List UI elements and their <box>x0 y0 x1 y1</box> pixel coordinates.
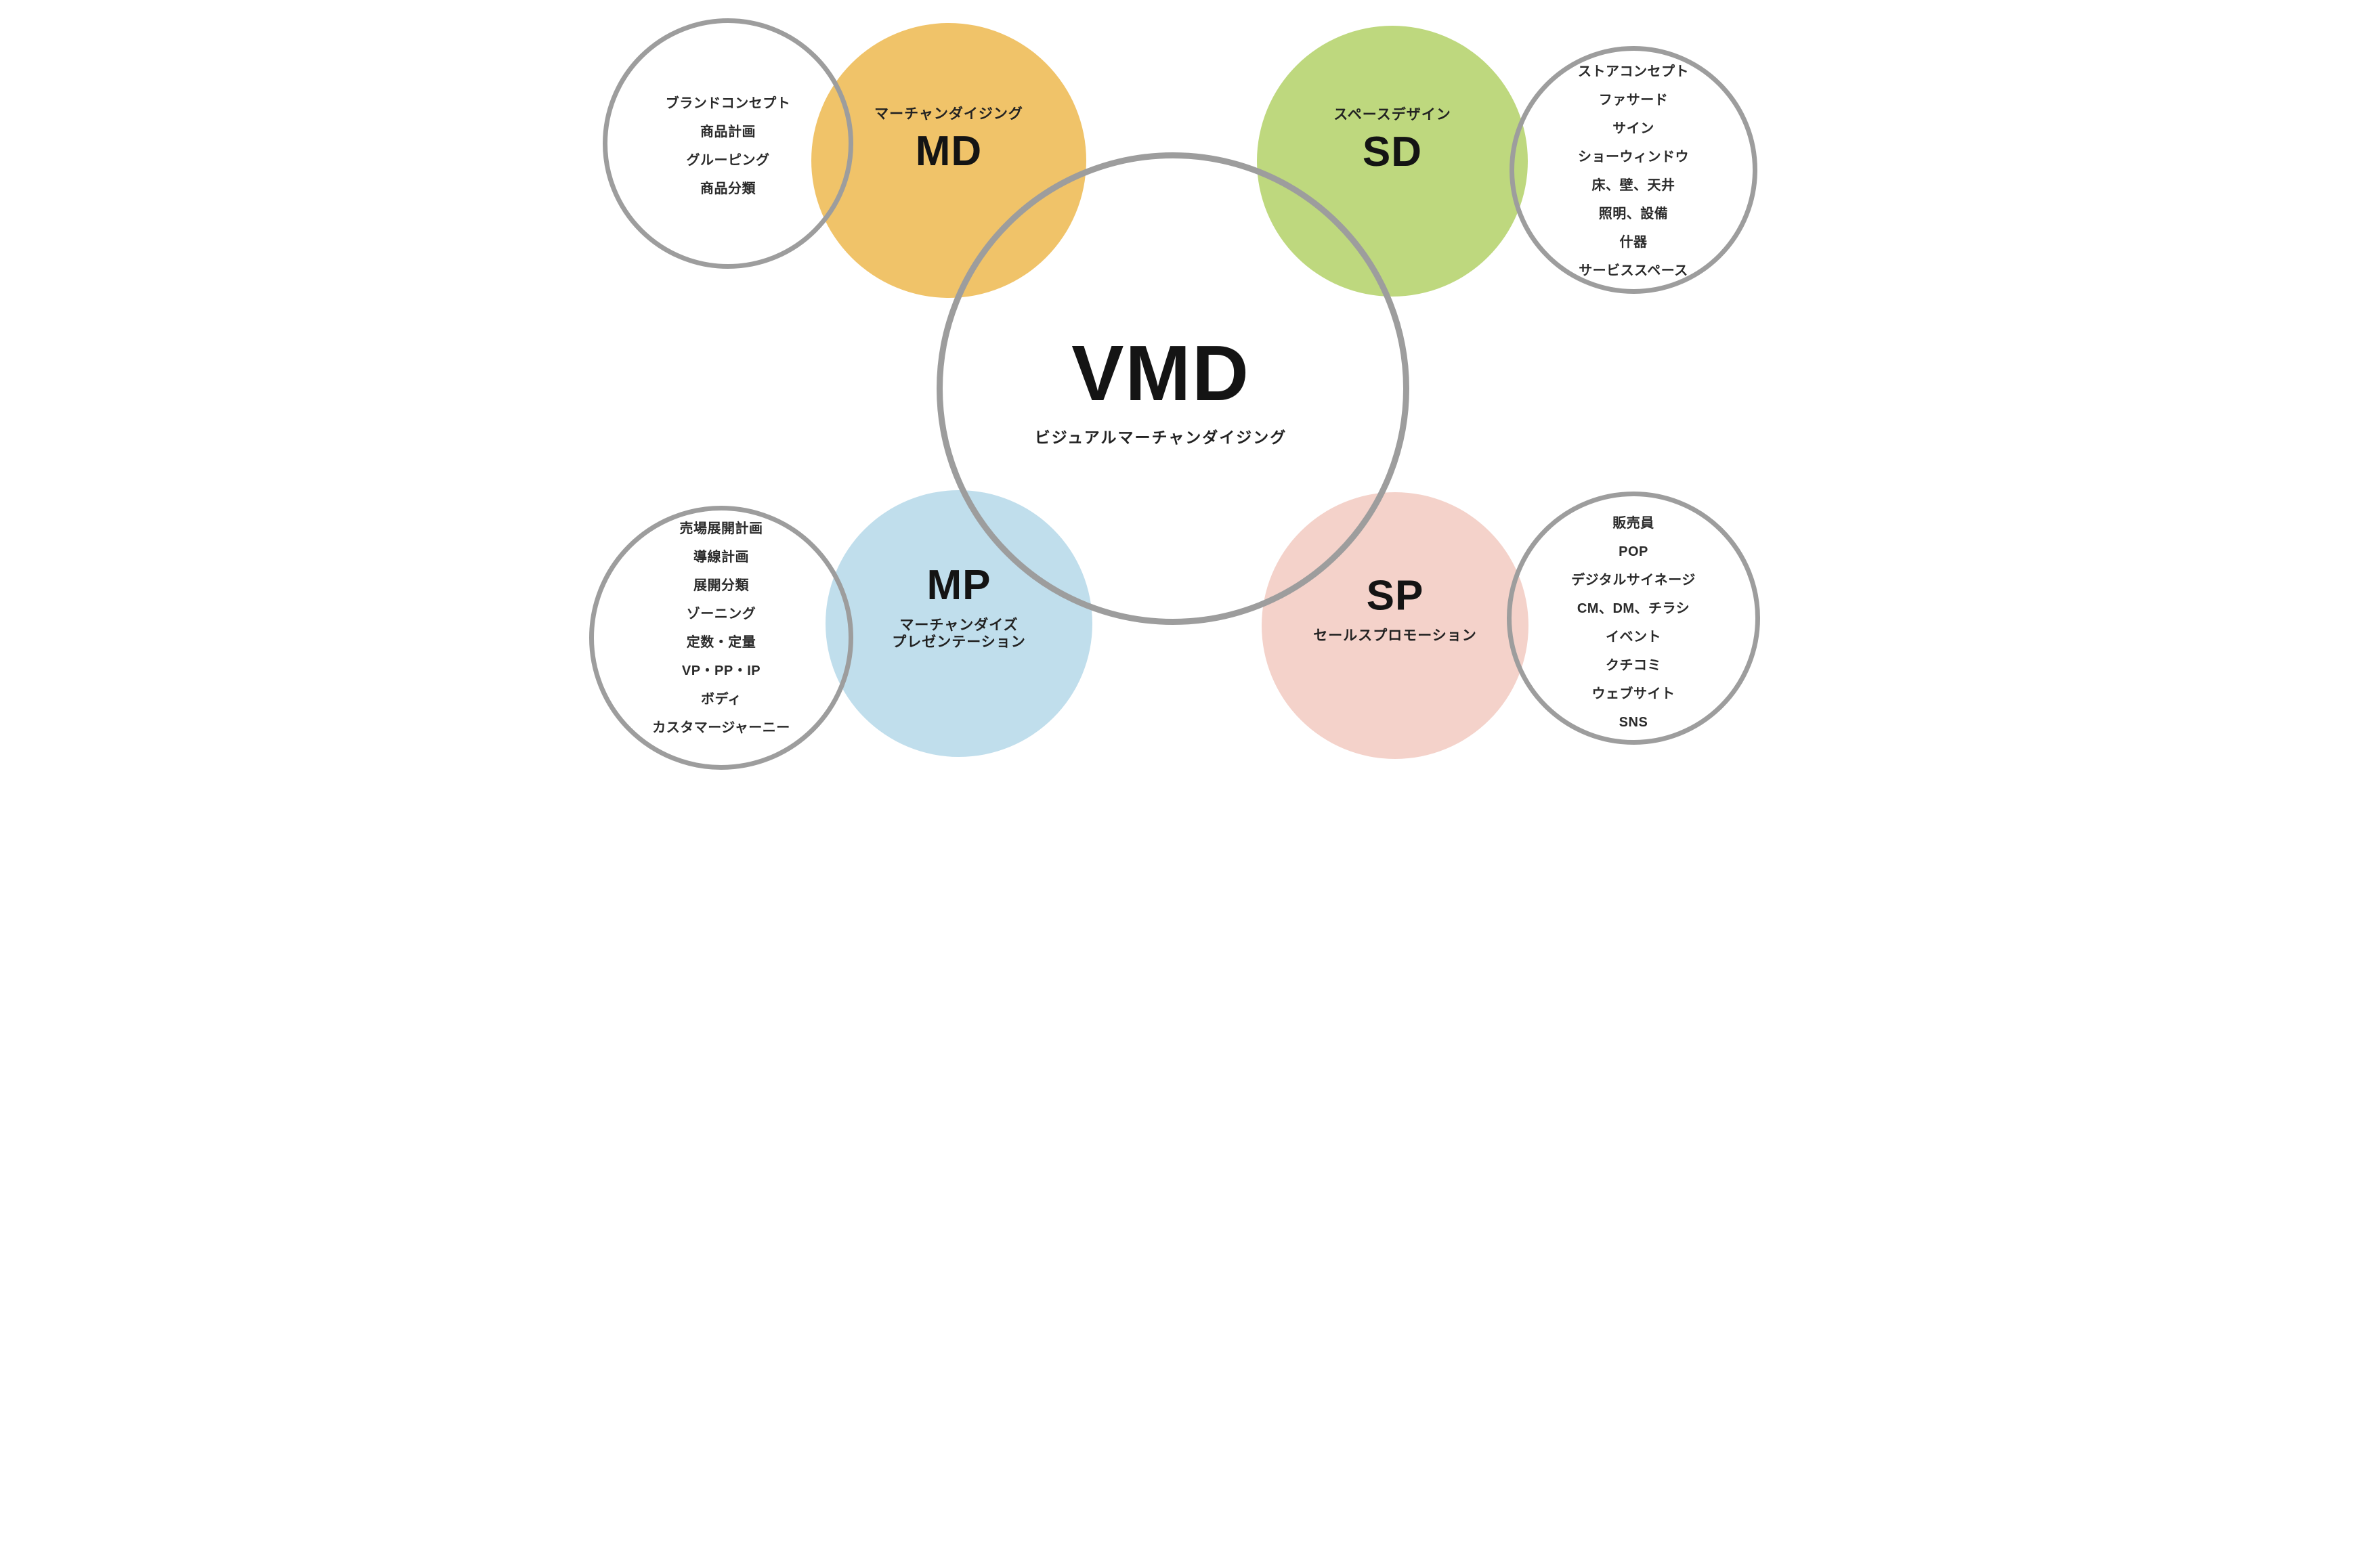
sd-acronym: SD <box>1362 129 1423 175</box>
list-item: 展開分類 <box>693 578 749 593</box>
vmd-diagram: VMD ビジュアルマーチャンダイジング マーチャンダイジング MD スペースデザ… <box>588 0 1765 784</box>
list-item: 導線計画 <box>693 550 749 565</box>
md-items-list: ブランドコンセプト商品計画グルーピング商品分類 <box>666 89 791 203</box>
md-acronym: MD <box>915 128 983 175</box>
list-item: サイン <box>1612 121 1654 136</box>
list-item: サービススペース <box>1579 263 1688 278</box>
sp-acronym: SP <box>1366 572 1424 619</box>
sp-label: セールスプロモーション <box>1313 628 1477 644</box>
mp-acronym: MP <box>926 562 991 609</box>
list-item: ウェブサイト <box>1591 687 1675 701</box>
mp-label-block: MP マーチャンダイズプレゼンテーション <box>892 563 1026 651</box>
list-item: カスタマージャーニー <box>652 720 790 735</box>
list-item: SNS <box>1619 715 1648 730</box>
list-item: ファサード <box>1598 93 1669 108</box>
list-item: ストアコンセプト <box>1578 64 1689 79</box>
md-label: マーチャンダイジング <box>874 106 1023 122</box>
list-item: ショーウィンドウ <box>1578 150 1689 165</box>
list-item: POP <box>1619 544 1648 559</box>
md-label-block: マーチャンダイジング MD <box>874 106 1023 175</box>
md-items-ring <box>603 18 853 269</box>
sd-label-block: スペースデザイン SD <box>1333 106 1451 175</box>
list-item: プレゼンテーション <box>892 634 1026 650</box>
sd-items-ring <box>1510 46 1757 294</box>
list-item: イベント <box>1605 630 1661 645</box>
list-item: 床、壁、天井 <box>1591 178 1675 193</box>
list-item: CM、DM、チラシ <box>1577 601 1690 616</box>
mp-label: マーチャンダイズプレゼンテーション <box>892 617 1026 651</box>
list-item: マーチャンダイズ <box>899 617 1019 633</box>
list-item: デジタルサイネージ <box>1571 573 1696 588</box>
sp-items-list: 販売員 POP デジタルサイネージ CM、DM、チラシイベントクチコミウェブサイト SN… <box>1571 509 1696 737</box>
vmd-title-block: VMD ビジュアルマーチャンダイジング <box>1035 332 1287 448</box>
list-item: 商品計画 <box>700 125 756 139</box>
list-item: 照明、設備 <box>1598 206 1669 221</box>
list-item: 什器 <box>1619 235 1648 250</box>
sd-items-list: ストアコンセプトファサードサインショーウィンドウ床、壁、天井照明、設備什器サービ… <box>1578 58 1689 285</box>
vmd-acronym: VMD <box>1071 329 1250 417</box>
sp-items-ring <box>1507 492 1760 745</box>
list-item: グルーピング <box>686 153 770 168</box>
list-item: ボディ <box>700 692 742 707</box>
list-item: ブランドコンセプト <box>665 96 791 111</box>
mp-items-list: 売場展開計画導線計画展開分類ゾーニング定数・定量 VP・PP・IP ボディカスタマー… <box>652 515 790 742</box>
list-item: 売場展開計画 <box>679 521 763 536</box>
list-item: クチコミ <box>1605 658 1661 673</box>
mp-items-ring <box>589 506 853 770</box>
vmd-ring <box>937 152 1409 625</box>
list-item: VP・PP・IP <box>681 663 761 678</box>
list-item: 定数・定量 <box>686 635 756 650</box>
vmd-subtitle: ビジュアルマーチャンダイジング <box>1034 429 1287 446</box>
list-item: 販売員 <box>1612 516 1654 531</box>
list-item: 商品分類 <box>700 181 756 196</box>
sd-label: スペースデザイン <box>1333 107 1451 123</box>
list-item: ゾーニング <box>686 607 756 622</box>
sp-label-block: SP セールスプロモーション <box>1313 573 1477 645</box>
